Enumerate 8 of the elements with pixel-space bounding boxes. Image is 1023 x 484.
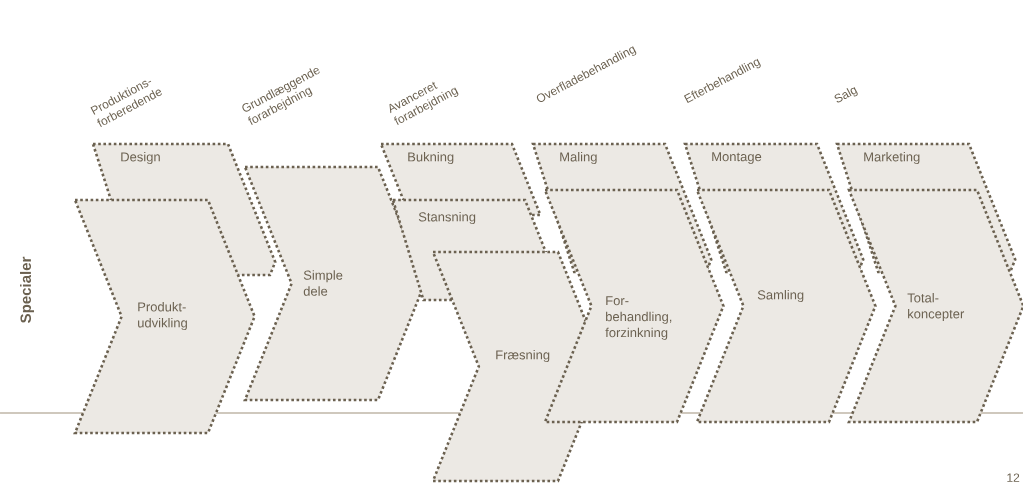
page-number: 12 [1007, 473, 1020, 482]
node-label: Marketing [864, 151, 920, 165]
side-label: Specialer [20, 256, 34, 323]
chevron-box: Produkt- udvikling [73, 198, 256, 435]
chevron-box: Samling [695, 188, 877, 424]
chevron-box: Total- koncepter [847, 188, 1023, 424]
column-heading: Salg [834, 87, 858, 103]
node-label: Total- koncepter [907, 292, 965, 322]
